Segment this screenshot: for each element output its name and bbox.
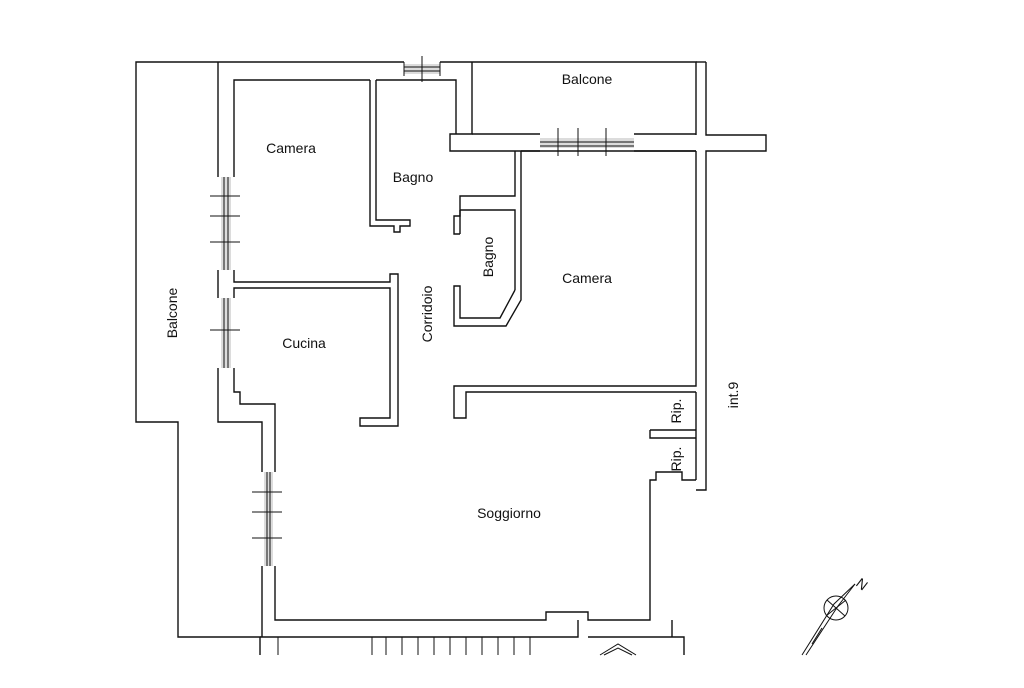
room-label-balcone-top: Balcone bbox=[562, 71, 613, 87]
room-label-rip-2: Rip. bbox=[668, 447, 684, 472]
room-label-bagno-small: Bagno bbox=[480, 237, 496, 278]
room-label-camera-right: Camera bbox=[562, 270, 612, 286]
room-label-rip-1: Rip. bbox=[668, 399, 684, 424]
ripostigli-walls bbox=[649, 392, 697, 480]
unit-label: int.9 bbox=[725, 382, 741, 409]
stair-lines bbox=[277, 637, 637, 656]
room-label-corridoio: Corridoio bbox=[419, 285, 435, 342]
room-label-balcone-left: Balcone bbox=[164, 287, 180, 338]
outer-walls bbox=[135, 61, 767, 655]
bagno-top-walls bbox=[369, 79, 516, 235]
room-label-cucina: Cucina bbox=[282, 335, 326, 351]
compass-north-icon: N bbox=[801, 575, 871, 656]
bagno-small-walls bbox=[453, 150, 696, 327]
room-label-bagno-top: Bagno bbox=[393, 169, 434, 185]
room-label-camera-left: Camera bbox=[266, 140, 316, 156]
windows bbox=[210, 56, 441, 566]
camera-right-walls bbox=[453, 151, 697, 419]
room-label-soggiorno: Soggiorno bbox=[477, 505, 541, 521]
north-label: N bbox=[853, 575, 871, 594]
